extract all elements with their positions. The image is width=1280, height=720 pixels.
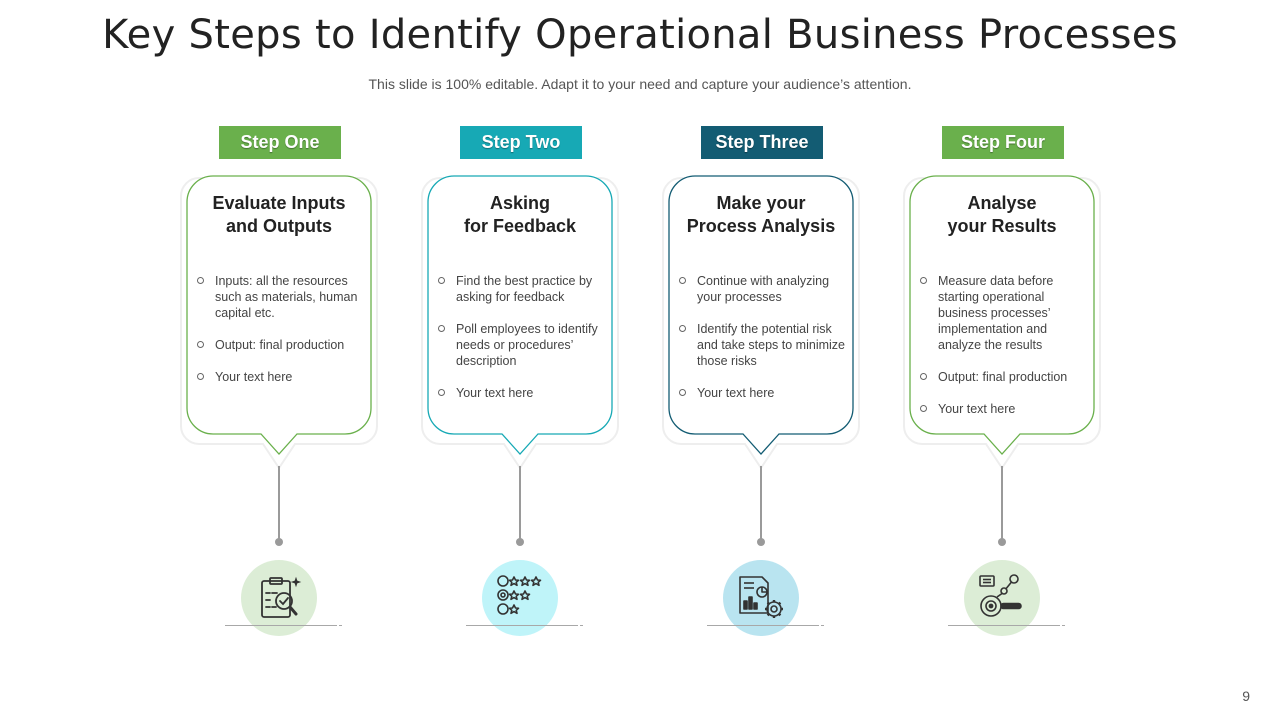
step-four-column: Step Four Analyse your Results Measure d… (900, 0, 1104, 720)
connector-dot (998, 538, 1006, 546)
list-item: Your text here (438, 385, 610, 401)
step-two-column: Step Two Asking for Feedback Find the be… (418, 0, 622, 720)
step-three-title: Make your Process Analysis (686, 193, 836, 236)
base-dash (804, 625, 824, 626)
connector-dot (757, 538, 765, 546)
base-line (707, 625, 819, 626)
step-three-label: Step Three (701, 126, 823, 159)
data-analysis-icon (979, 574, 1022, 617)
connector-line (760, 466, 762, 542)
base-dash (1045, 625, 1065, 626)
step-four-icon-circle (964, 560, 1040, 636)
step-two-bullets: Find the best practice by asking for fee… (438, 273, 610, 417)
base-dash (563, 625, 583, 626)
step-four-bullets: Measure data before starting operational… (920, 273, 1092, 433)
step-two-label: Step Two (460, 126, 582, 159)
step-four-card (903, 175, 1101, 470)
report-gear-icon (739, 576, 783, 618)
list-item: Measure data before starting operational… (920, 273, 1092, 353)
page-subtitle: This slide is 100% editable. Adapt it to… (368, 76, 912, 92)
page-number: 9 (1242, 688, 1250, 704)
list-item: Your text here (197, 369, 369, 385)
list-item: Your text here (920, 401, 1092, 417)
list-item: Output: final production (197, 337, 369, 353)
step-one-title: Evaluate Inputs and Outputs (212, 193, 346, 236)
connector-line (278, 466, 280, 542)
base-line (225, 625, 337, 626)
list-item: Identify the potential risk and take ste… (679, 321, 851, 369)
step-one-bullets: Inputs: all the resources such as materi… (197, 273, 369, 401)
step-one-column: Step One Evaluate Inputs and Outputs Inp… (177, 0, 381, 720)
step-three-card (662, 175, 860, 470)
list-item: Poll employees to identify needs or proc… (438, 321, 610, 369)
clipboard-magnifier-icon (261, 576, 302, 618)
step-two-title: Asking for Feedback (463, 193, 577, 236)
list-item: Your text here (679, 385, 851, 401)
page-title: Key Steps to Identify Operational Busine… (102, 12, 1178, 58)
connector-line (519, 466, 521, 542)
base-line (948, 625, 1060, 626)
connector-dot (516, 538, 524, 546)
step-one-icon-circle (241, 560, 317, 636)
step-one-label: Step One (219, 126, 341, 159)
step-three-icon-circle (723, 560, 799, 636)
list-item: Output: final production (920, 369, 1092, 385)
step-three-column: Step Three Make your Process Analysis Co… (659, 0, 863, 720)
step-two-card (421, 175, 619, 470)
base-dash (322, 625, 342, 626)
base-line (466, 625, 578, 626)
step-four-title: Analyse your Results (947, 193, 1057, 236)
star-rating-icon (497, 575, 542, 615)
list-item: Inputs: all the resources such as materi… (197, 273, 369, 321)
step-one-card (180, 175, 378, 470)
step-four-label: Step Four (942, 126, 1064, 159)
step-two-icon-circle (482, 560, 558, 636)
connector-dot (275, 538, 283, 546)
connector-line (1001, 466, 1003, 542)
step-three-bullets: Continue with analyzing your processes I… (679, 273, 851, 417)
list-item: Continue with analyzing your processes (679, 273, 851, 305)
list-item: Find the best practice by asking for fee… (438, 273, 610, 305)
